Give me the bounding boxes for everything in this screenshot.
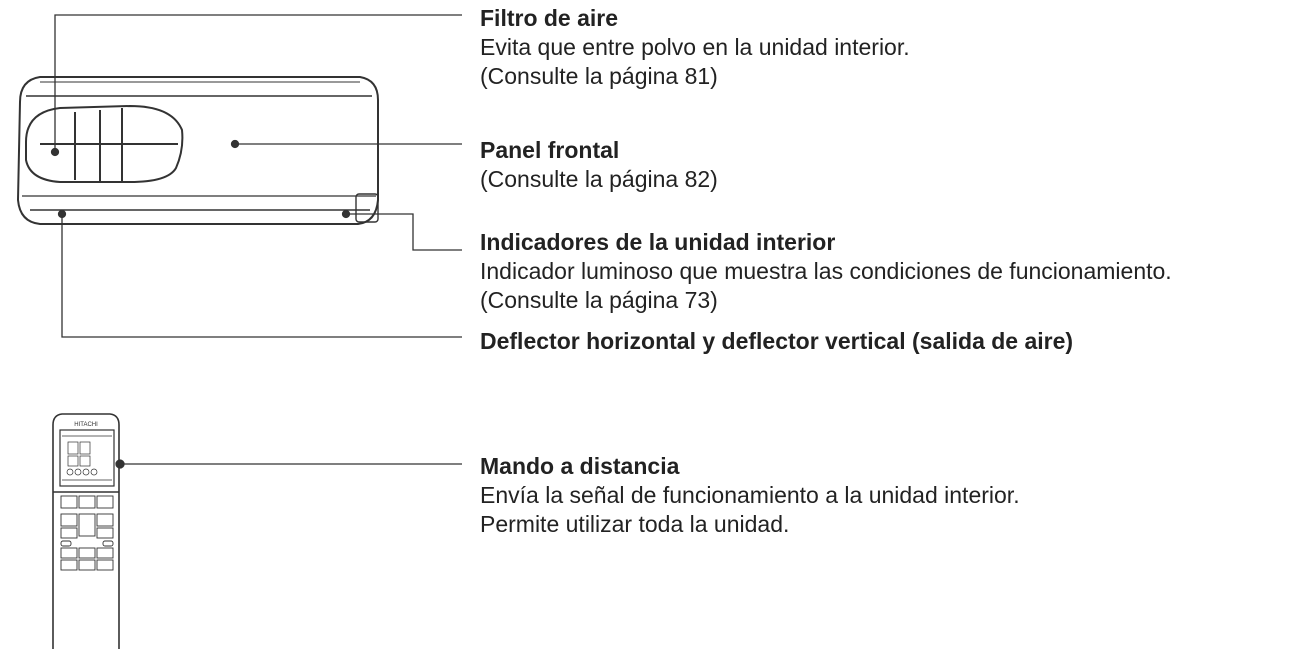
indicators-description: Indicador luminoso que muestra las condi…	[480, 258, 1172, 284]
remote-title: Mando a distancia	[480, 453, 680, 479]
callout-front-panel: Panel frontal (Consulte la página 82)	[480, 136, 718, 194]
remote-brand-label: HITACHI	[74, 422, 98, 428]
air-filter-page-ref: (Consulte la página 81)	[480, 63, 718, 89]
indicators-page-ref: (Consulte la página 73)	[480, 287, 718, 313]
air-filter-description: Evita que entre polvo en la unidad inter…	[480, 34, 910, 60]
front-panel-title: Panel frontal	[480, 137, 620, 163]
callout-air-filter: Filtro de aire Evita que entre polvo en …	[480, 4, 910, 91]
air-filter-title: Filtro de aire	[480, 5, 619, 31]
remote-control: HITACHI	[52, 413, 120, 649]
leader-lines	[50, 14, 462, 469]
remote-buttons	[60, 495, 114, 571]
indoor-unit	[16, 76, 379, 225]
callout-remote: Mando a distancia Envía la señal de func…	[480, 452, 1020, 539]
deflector-title: Deflector horizontal y deflector vertica…	[480, 328, 1074, 354]
callout-deflector: Deflector horizontal y deflector vertica…	[480, 327, 1073, 356]
air-filter-panel	[25, 104, 184, 183]
front-panel-page-ref: (Consulte la página 82)	[480, 166, 718, 192]
remote-description: Envía la señal de funcionamiento a la un…	[480, 482, 1020, 508]
remote-display	[59, 429, 115, 487]
callout-indicators: Indicadores de la unidad interior Indica…	[480, 228, 1172, 315]
remote-description-2: Permite utilizar toda la unidad.	[480, 511, 790, 537]
indicators-title: Indicadores de la unidad interior	[480, 229, 836, 255]
